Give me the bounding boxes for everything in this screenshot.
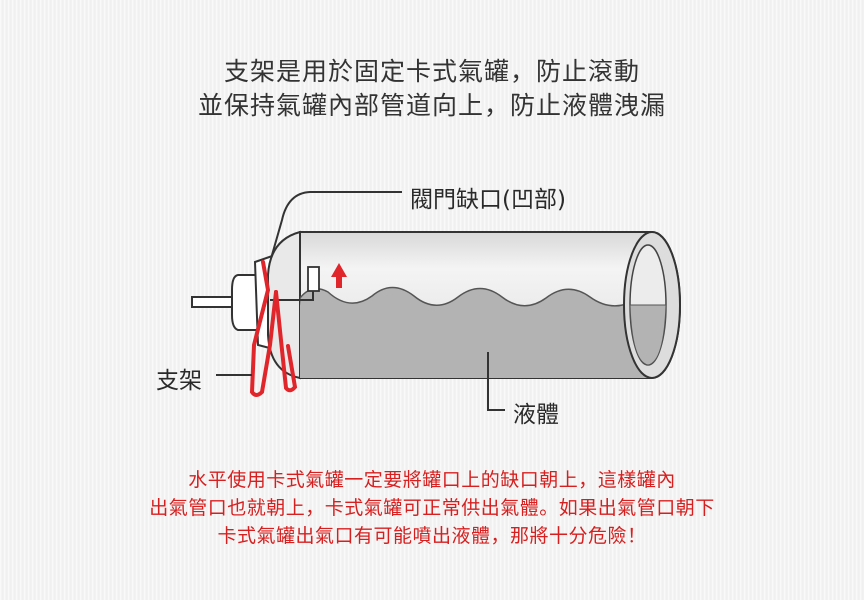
valve-notch-leader-line — [269, 191, 402, 263]
liquid-fill — [300, 286, 680, 378]
liquid-label: 液體 — [513, 402, 559, 428]
inner-pipe — [307, 266, 320, 292]
canister-end-liquid — [629, 304, 667, 366]
canister-nozzle — [231, 274, 263, 331]
warning-line-2: 出氣管口也就朝上，卡式氣罐可正常供出氣體。如果出氣管口朝下 — [149, 497, 715, 519]
bracket — [249, 260, 298, 397]
pipe-to-valve — [270, 291, 314, 301]
heading-line-2: 並保持氣罐內部管道向上，防止液體洩漏 — [197, 91, 666, 120]
up-arrow-icon — [331, 263, 347, 288]
canister-shoulder — [267, 230, 301, 380]
liquid-leader-line — [487, 352, 505, 411]
bracket-label: 支架 — [156, 368, 202, 394]
warning-line-1: 水平使用卡式氣罐一定要將罐口上的缺口朝上，這樣罐內 — [188, 469, 676, 491]
warning-line-3: 卡式氣罐出氣口有可能噴出液體，那將十分危險！ — [217, 525, 647, 547]
valve-notch-label: 閥門缺口(凹部) — [410, 187, 566, 213]
heading-line-1: 支架是用於固定卡式氣罐，防止滾動 — [223, 57, 640, 86]
